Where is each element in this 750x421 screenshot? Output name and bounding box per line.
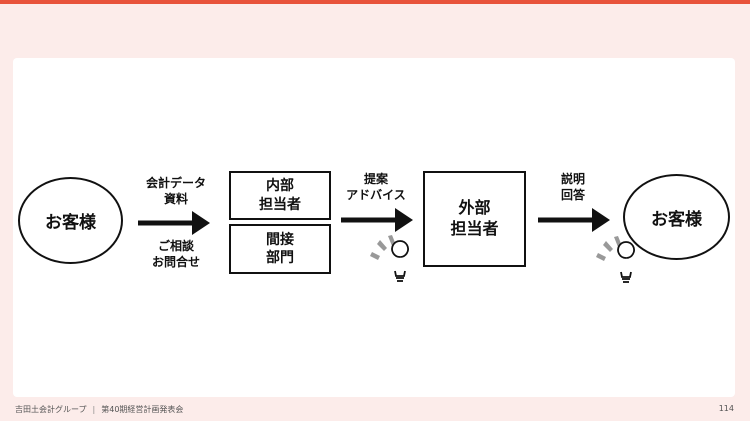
indirect-dept-box: 間接 部門 [229,224,331,274]
consultation-label: ご相談 お問合せ [151,239,200,269]
page-number: 114 [718,404,734,413]
footer-company: 吉田土会計グループ [15,405,87,414]
internal-staff-box: 内部 担当者 [229,171,331,220]
customer-left-label: お客様 [45,213,96,233]
right-arrow-icon [341,208,413,232]
diagram-card [13,58,735,397]
proposal-label: 提案 アドバイス [346,172,406,202]
explanation-label: 説明 回答 [560,172,585,202]
accounting-data-label: 会計データ 資料 [145,176,206,206]
right-arrow-icon [538,208,610,232]
lightbulb-idea-icon [370,235,409,282]
footer-separator: | [92,405,96,414]
customer-right-label: お客様 [651,209,702,230]
customer-right-node: お客様 [623,174,730,260]
customer-left-node: お客様 [18,177,123,264]
external-staff-box: 外部 担当者 [423,171,526,267]
footer-caption: 吉田土会計グループ | 第40期経営計画発表会 [15,404,183,415]
footer-event: 第40期経営計画発表会 [101,405,184,414]
lightbulb-idea-icon [596,236,635,283]
right-arrow-icon [138,211,210,235]
top-accent-bar [0,0,750,4]
